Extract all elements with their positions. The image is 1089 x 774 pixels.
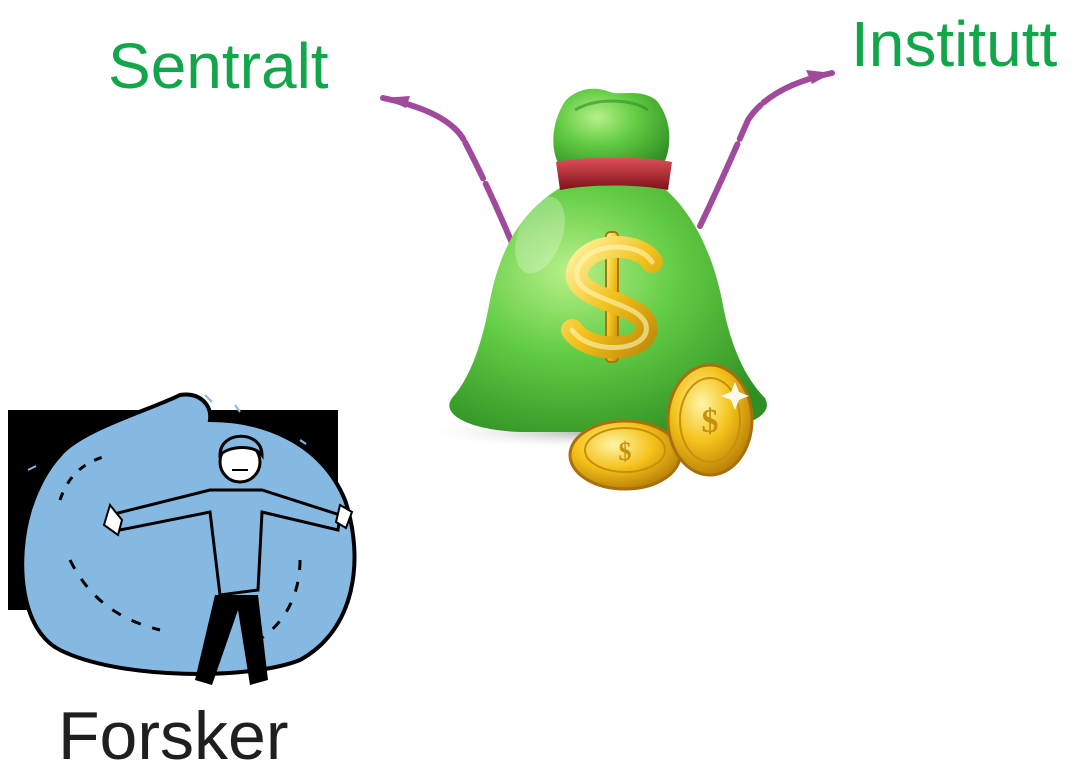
gold-coins-icon: $ $ — [568, 363, 754, 491]
arrow-to-institutt — [697, 70, 835, 229]
label-institutt: Institutt — [851, 8, 1058, 80]
money-bag-dollar-icon — [415, 88, 785, 450]
bag-tie — [556, 157, 672, 190]
bag-neck — [553, 88, 670, 170]
dollar-sign-icon — [561, 231, 663, 363]
blue-sack — [20, 392, 357, 676]
arrow-to-sentralt — [380, 95, 517, 251]
label-sentralt: Sentralt — [108, 30, 329, 102]
researcher-figure — [102, 434, 354, 685]
svg-text:$: $ — [619, 437, 632, 466]
svg-text:$: $ — [702, 403, 719, 440]
label-forsker: Forsker — [58, 698, 289, 774]
researcher-with-sack-clipart — [8, 392, 357, 685]
